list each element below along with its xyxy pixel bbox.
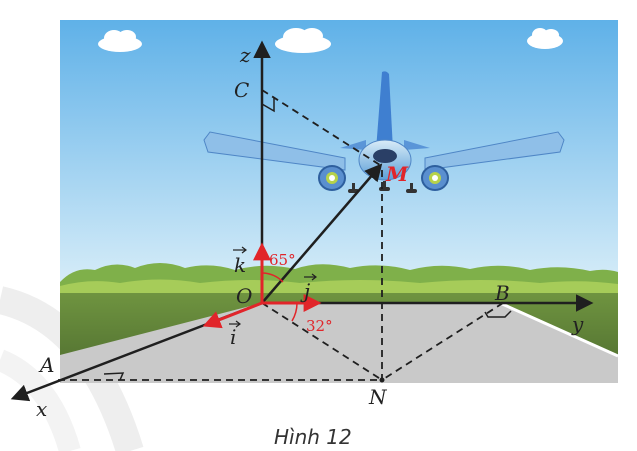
right-angle-marks — [103, 97, 512, 381]
label-x-axis: x — [36, 397, 47, 421]
label-M: M — [385, 162, 409, 186]
runway-edge — [499, 301, 619, 358]
label-C: C — [234, 78, 249, 102]
label-j-vector: j — [300, 273, 317, 303]
cloud-middle — [275, 28, 331, 53]
right-angle-A — [103, 372, 125, 381]
label-N: N — [368, 385, 388, 409]
right-angle-C — [261, 97, 275, 113]
label-k-vector: k — [233, 246, 247, 277]
runway — [60, 303, 618, 383]
label-k: k — [234, 253, 246, 277]
airplane — [203, 71, 565, 193]
angle-arcs — [261, 272, 298, 322]
cloud-left — [98, 30, 142, 52]
tree-line — [60, 263, 618, 295]
point-N — [379, 377, 385, 383]
unit-vector-i — [202, 301, 263, 329]
dashed-lines — [58, 89, 504, 381]
label-O: O — [236, 284, 252, 308]
label-i-vector: i — [229, 320, 241, 349]
label-y-axis: y — [571, 312, 584, 336]
figure-caption: Hình 12 — [274, 425, 352, 449]
unit-vectors — [202, 242, 322, 329]
label-z-axis: z — [239, 43, 251, 67]
cloud-right — [527, 28, 563, 49]
label-A: A — [38, 353, 54, 377]
label-angle-65: 65° — [269, 251, 296, 269]
angle-arc-32 — [291, 302, 298, 322]
label-B: B — [494, 281, 510, 305]
label-j: j — [300, 279, 310, 303]
label-i: i — [230, 325, 236, 349]
label-angle-32: 32° — [306, 317, 333, 335]
right-angle-B — [484, 310, 512, 318]
angle-arc-65 — [261, 272, 284, 283]
